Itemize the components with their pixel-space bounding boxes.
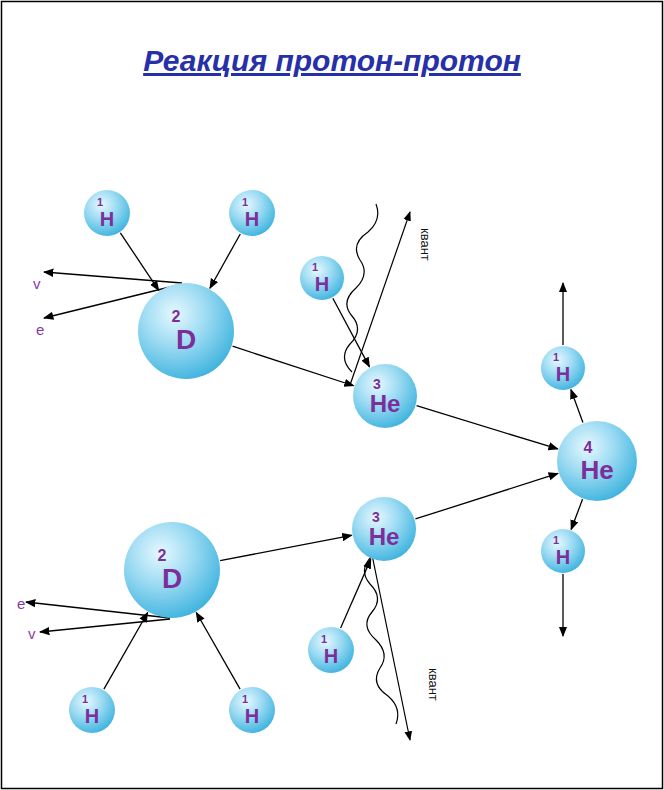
reaction-arrow <box>233 346 354 386</box>
nucleus-circle: 1H <box>308 627 354 673</box>
element-symbol: H <box>245 209 259 229</box>
nucleus-circle: 1H <box>300 256 344 300</box>
nucleus-circle: 2D <box>124 522 220 618</box>
particle-label: e <box>17 596 25 611</box>
reaction-arrow <box>220 535 351 560</box>
element-symbol: H <box>556 547 570 567</box>
element-symbol: D <box>176 326 196 354</box>
nucleus-circle: 1H <box>84 190 130 236</box>
reaction-arrow <box>120 233 158 290</box>
reaction-arrow <box>415 473 558 518</box>
quantum-label: квант <box>427 668 440 701</box>
element-symbol: H <box>100 209 114 229</box>
reaction-arrow <box>571 499 582 529</box>
reaction-arrow <box>104 613 148 690</box>
element-symbol: He <box>369 525 400 549</box>
particle-label: e <box>36 322 44 337</box>
mass-number: 2 <box>172 309 181 325</box>
reaction-arrow <box>196 613 240 690</box>
nucleus-circle: 2D <box>138 283 234 379</box>
mass-number: 1 <box>312 262 318 273</box>
nucleus-circle: 3He <box>352 497 416 561</box>
gamma-quantum <box>364 545 410 740</box>
reaction-arrow <box>417 406 558 449</box>
mass-number: 3 <box>373 377 381 391</box>
element-symbol: H <box>315 274 329 294</box>
nucleus-circle: 1H <box>541 346 585 390</box>
mass-number: 1 <box>321 634 327 645</box>
element-symbol: H <box>324 646 338 666</box>
nucleus-circle: 1H <box>69 687 115 733</box>
proton-path <box>562 574 563 636</box>
nucleus-circle: 1H <box>541 529 585 573</box>
title: Реакция протон-протон <box>0 44 664 78</box>
mass-number: 1 <box>553 535 559 546</box>
element-symbol: D <box>162 565 182 593</box>
mass-number: 1 <box>82 694 88 705</box>
mass-number: 1 <box>97 197 103 208</box>
element-symbol: H <box>245 706 259 726</box>
mass-number: 1 <box>242 197 248 208</box>
neutrino-arrow <box>44 272 182 283</box>
mass-number: 1 <box>553 352 559 363</box>
gamma-quantum <box>344 204 410 385</box>
proton-path <box>562 283 563 345</box>
mass-number: 4 <box>584 440 593 456</box>
quantum-label: квант <box>419 228 432 261</box>
neutrino-arrow <box>40 619 170 632</box>
nucleus-circle: 3He <box>353 364 417 428</box>
mass-number: 1 <box>242 694 248 705</box>
nucleus-circle: 1H <box>229 190 275 236</box>
nucleus-circle: 4He <box>557 421 637 501</box>
reaction-arrow <box>210 234 240 288</box>
element-symbol: He <box>370 392 401 416</box>
particle-label: v <box>28 626 36 641</box>
element-symbol: H <box>556 364 570 384</box>
reaction-arrow <box>571 390 583 423</box>
reaction-arrow <box>333 298 370 367</box>
element-symbol: He <box>580 457 613 483</box>
mass-number: 2 <box>158 548 167 564</box>
element-symbol: H <box>85 706 99 726</box>
reaction-arrow <box>341 559 371 628</box>
mass-number: 3 <box>372 510 380 524</box>
particle-label: v <box>33 276 41 291</box>
nucleus-circle: 1H <box>229 687 275 733</box>
